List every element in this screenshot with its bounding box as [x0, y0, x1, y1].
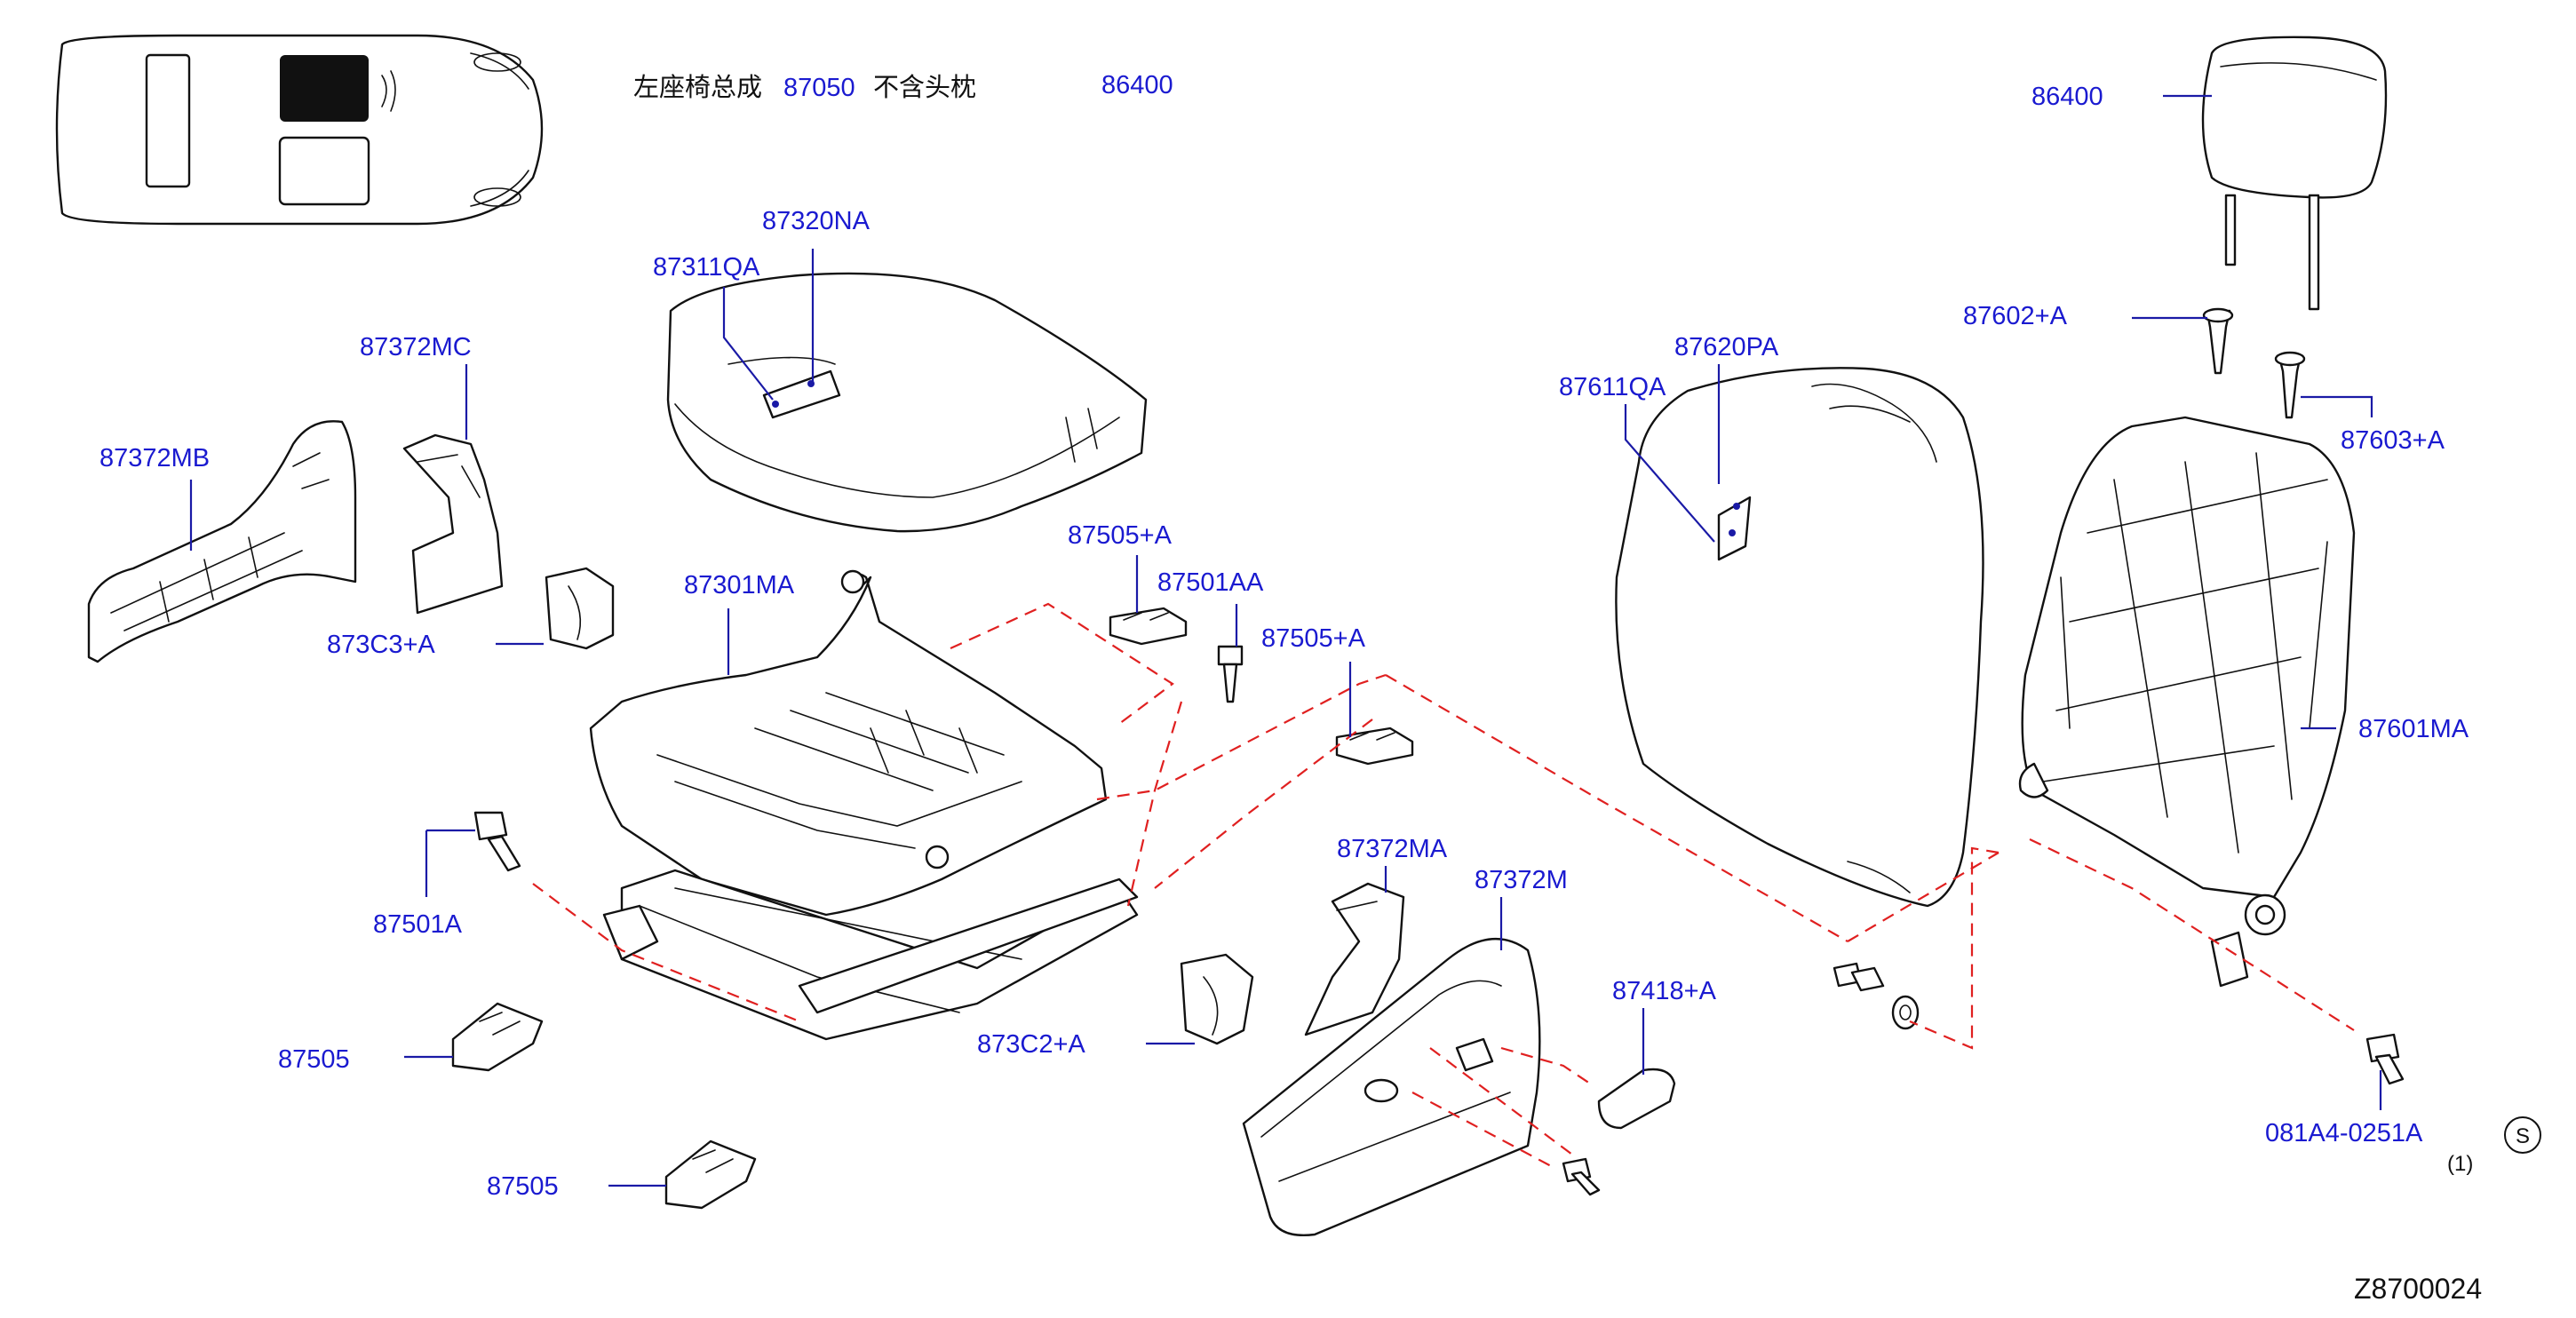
bolt-87501aa	[1217, 645, 1244, 703]
quantity-note: (1)	[2447, 1152, 2473, 1176]
symbol-s: S	[2504, 1116, 2541, 1154]
label-inner-cover-mb[interactable]: 87372MB	[99, 444, 210, 472]
leader-lines	[189, 94, 2382, 1187]
label-back-trim[interactable]: 87620PA	[1674, 333, 1779, 361]
diagram-code: Z8700024	[2354, 1273, 2482, 1305]
label-clip-c3[interactable]: 873C3+A	[327, 631, 435, 659]
cushion-frame	[589, 569, 1139, 1041]
label-headrest[interactable]: 86400	[2031, 83, 2103, 111]
finisher-87372ma	[1304, 882, 1405, 1036]
label-clip-c2[interactable]: 873C2+A	[977, 1030, 1085, 1059]
label-bracket-upper[interactable]: 87505+A	[1068, 521, 1173, 550]
clip-873c3	[545, 567, 615, 650]
bracket-87505a-mid	[1335, 726, 1414, 766]
inner-cover-87372mb	[87, 420, 357, 663]
inner-cover-87372mc	[402, 433, 504, 615]
highlighted-seat	[280, 55, 369, 122]
label-cushion-pad[interactable]: 87311QA	[653, 253, 760, 282]
label-bracket-mid[interactable]: 87505+A	[1261, 624, 1366, 653]
label-holder-602[interactable]: 87602+A	[1963, 302, 2068, 330]
label-back-frame[interactable]: 87601MA	[2358, 715, 2469, 743]
label-back-pad[interactable]: 87611QA	[1559, 373, 1666, 401]
headrest-holder-603	[2274, 351, 2306, 419]
title-number: 87050	[783, 74, 855, 102]
back-pad	[1615, 367, 1984, 908]
cushion-pad	[666, 272, 1148, 533]
assembly-lines	[532, 602, 2355, 1169]
cover-87505-a	[451, 1002, 544, 1072]
label-cushion-trim[interactable]: 87320NA	[762, 207, 871, 235]
vehicle-locator	[55, 34, 544, 226]
label-holder-603[interactable]: 87603+A	[2341, 426, 2445, 455]
cover-87505-b	[664, 1139, 757, 1210]
label-cover-a[interactable]: 87505	[278, 1045, 350, 1074]
headrest-holder-602	[2202, 307, 2234, 375]
back-frame	[2018, 416, 2356, 988]
label-cushion-frame[interactable]: 87301MA	[684, 571, 795, 599]
label-bolt-081[interactable]: 081A4-0251A	[2265, 1119, 2423, 1147]
label-finisher-ma[interactable]: 87372MA	[1337, 835, 1448, 863]
label-bolt-501aa[interactable]: 87501AA	[1157, 568, 1264, 597]
finisher-87372m	[1242, 937, 1541, 1236]
knob-87418a	[1597, 1068, 1676, 1130]
washer	[1891, 995, 1920, 1030]
headrest	[2201, 36, 2388, 311]
label-knob[interactable]: 87418+A	[1612, 977, 1717, 1005]
title-suffix: 不含头枕	[873, 73, 976, 102]
symbol-s-letter: S	[2516, 1124, 2530, 1148]
title-prefix: 左座椅总成	[633, 73, 762, 102]
label-cover-b[interactable]: 87505	[487, 1172, 559, 1201]
bolt-081a4	[2365, 1033, 2405, 1085]
label-bolt-501a[interactable]: 87501A	[373, 910, 463, 939]
bolt-finisher	[1562, 1157, 1601, 1196]
bolt-87501a	[473, 811, 521, 872]
bracket-87505a-upper	[1109, 607, 1188, 646]
label-finisher-m[interactable]: 87372M	[1475, 866, 1568, 894]
clip-873c2	[1180, 953, 1254, 1045]
top-number: 86400	[1101, 71, 1173, 99]
label-inner-cover-mc[interactable]: 87372MC	[360, 333, 472, 361]
back-frame-bolt	[1833, 962, 1885, 992]
header-title: 左座椅总成 87050 不含头枕 86400	[633, 71, 1173, 102]
